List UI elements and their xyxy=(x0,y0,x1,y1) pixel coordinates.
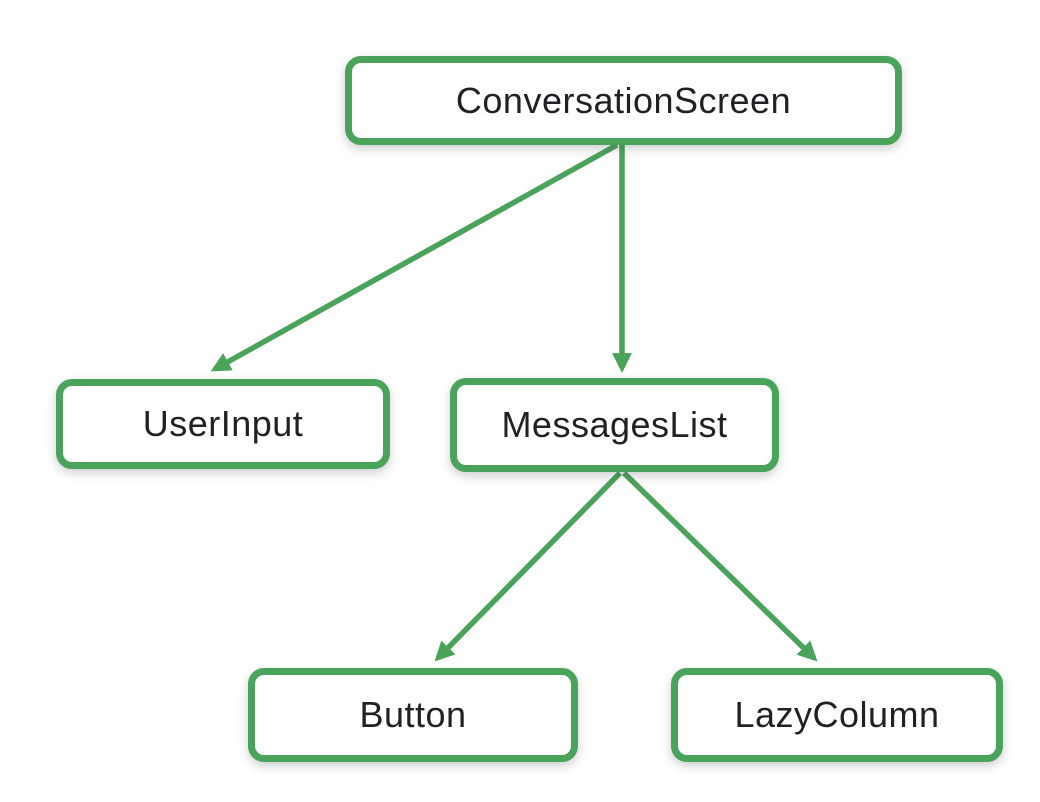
node-button: Button xyxy=(248,668,578,762)
node-lazy-column: LazyColumn xyxy=(671,668,1003,762)
node-lazy-column-label: LazyColumn xyxy=(734,694,940,735)
node-messages-list: MessagesList xyxy=(450,378,779,472)
edge-messageslist-button xyxy=(434,471,622,662)
node-conversation-screen-label: ConversationScreen xyxy=(455,79,792,121)
edge-messageslist-lazycolumn xyxy=(622,471,818,662)
node-user-input-label: UserInput xyxy=(142,403,304,444)
node-button-label: Button xyxy=(359,694,467,735)
node-conversation-screen: ConversationScreen xyxy=(345,56,902,145)
node-user-input: UserInput xyxy=(56,379,390,469)
node-messages-list-label: MessagesList xyxy=(501,404,728,445)
edge-conversationscreen-userinput xyxy=(210,142,619,372)
